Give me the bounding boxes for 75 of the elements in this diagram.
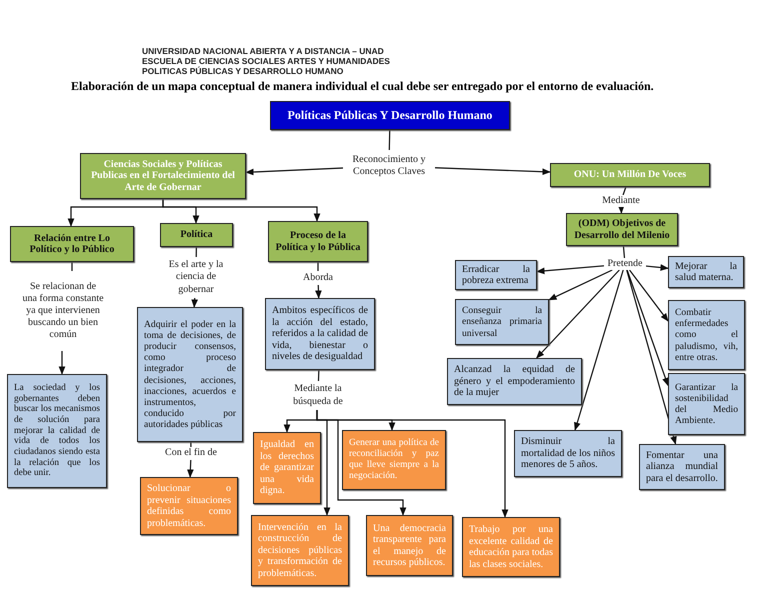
box-text: Alcanzad la equidad de género y el empoderamiento de la mujer (454, 364, 575, 399)
description-box (668, 373, 745, 435)
box-text: Ambitos específicos de la acción del estado, referidos a la calidad de vida, bienestar o niveles de desigualdad (272, 305, 368, 363)
arrow (536, 265, 604, 274)
arrow (315, 284, 322, 299)
box-text: Disminuir la mortalidad de los niños menores de 5 años. (521, 436, 615, 471)
goal-box (366, 515, 453, 576)
arrow (629, 270, 668, 322)
description-box (639, 444, 725, 490)
arrow (245, 167, 344, 176)
page-title: Elaboración de un mapa conceptual de manera individual el cual debe ser entregado por el entorno de evaluación. (71, 79, 654, 94)
box-text: La sociedad y los gobernantes deben buscar los mecanismos de solución para mejorar la calidad de vida de todos los ciudadanos siendo esta la relación que los debe unir. (14, 382, 100, 480)
connector-line (622, 186, 626, 196)
arrow (548, 269, 613, 300)
description-box (668, 256, 744, 288)
box-text: Adquirir el poder en la toma de decisiones, de producir consensos, como proceso integrador de decisiones, acciones, inacciones, acuerdos e instrumentos, conducido por autoridades públicas (144, 319, 236, 430)
box-text: Igualdad en los derechos de garantizar una vida digna. (260, 439, 314, 497)
box-text: Proceso de la Política y lo Pública (275, 230, 361, 253)
header-text: POLITICAS PÚBLICAS Y DESARROLLO HUMANO (142, 66, 344, 76)
arrow (58, 351, 66, 375)
box-text: ONU: Un Millón De Voces (572, 169, 688, 181)
box-text: Fomentar una alianza mundial para el desarrollo. (646, 450, 718, 484)
box-text: Política (179, 229, 214, 241)
concept-box (550, 163, 710, 187)
concept-box (10, 226, 134, 262)
connector-line (622, 246, 626, 258)
description-box (447, 358, 582, 405)
header-text: UNIVERSIDAD NACIONAL ABIERTA Y A DISTANCIA – UNAD (142, 46, 384, 56)
arrow (434, 167, 551, 176)
arrow (574, 270, 624, 431)
arrow (536, 270, 620, 359)
arrow (626, 270, 677, 445)
goal-box (462, 517, 560, 577)
goal-box (253, 432, 321, 504)
connector-line (388, 130, 390, 150)
goal-box (140, 477, 238, 535)
box-text: Erradicar la pobreza extrema (462, 264, 530, 286)
concept-box (160, 223, 233, 247)
arrow (646, 264, 669, 271)
box-text: Solucionar o prevenir situaciones definidas como problemáticas. (147, 483, 231, 529)
description-box (668, 300, 745, 370)
box-text: Combatir enfermedades como el paludismo, vih, entre otras. (675, 307, 738, 363)
concept-box (268, 221, 368, 262)
title-box (270, 101, 510, 130)
box-text: Conseguir la enseñanza primaria universal (462, 305, 542, 339)
box-text: (ODM) Objetivos de Desarrollo del Milenio (573, 218, 671, 241)
box-text: Garantizar la sostenibilidad del Medio Ambiente. (675, 382, 738, 426)
header-text: ESCUELA DE CIENCIAS SOCIALES ARTES Y HUMANIDADES (142, 56, 390, 66)
description-box (7, 374, 107, 488)
arrow (191, 298, 198, 308)
box-text: Relación entre Lo Político y lo Público (28, 232, 116, 256)
description-box (265, 298, 375, 370)
box-text: Una democracia transparente para el manejo de recursos públicos. (373, 522, 446, 568)
description-box (455, 260, 537, 290)
box-text: Ciencias Sociales y Políticas Publicas en el Fortalecimiento del Arte de Gobernar (90, 158, 236, 194)
concept-box (80, 153, 246, 199)
connector-line (196, 247, 197, 257)
linking-phrase: Pretende (604, 258, 646, 270)
box-text: Políticas Públicas Y Desarrollo Humano (286, 108, 494, 122)
connector-line (318, 370, 320, 382)
arrow (187, 460, 194, 478)
arrow (618, 205, 625, 214)
arrow (162, 199, 320, 222)
description-box (514, 430, 622, 477)
box-text: Mejorar la salud materna. (675, 260, 737, 284)
box-text: Trabajo por una excelente calidad de educación para todas las clases sociales. (469, 524, 553, 570)
box-text: Intervención en la construcción de decisiones públicas y transformación de problemáticas. (258, 522, 342, 580)
description-box (455, 299, 549, 345)
goal-box (342, 430, 446, 490)
arrow (626, 270, 669, 386)
concept-box (566, 213, 678, 246)
goal-box (251, 515, 349, 586)
arrow (316, 410, 508, 518)
box-text: Generar una política de reconciliación y paz que lleve siempre a la negociación. (349, 438, 439, 482)
description-box (137, 307, 243, 442)
